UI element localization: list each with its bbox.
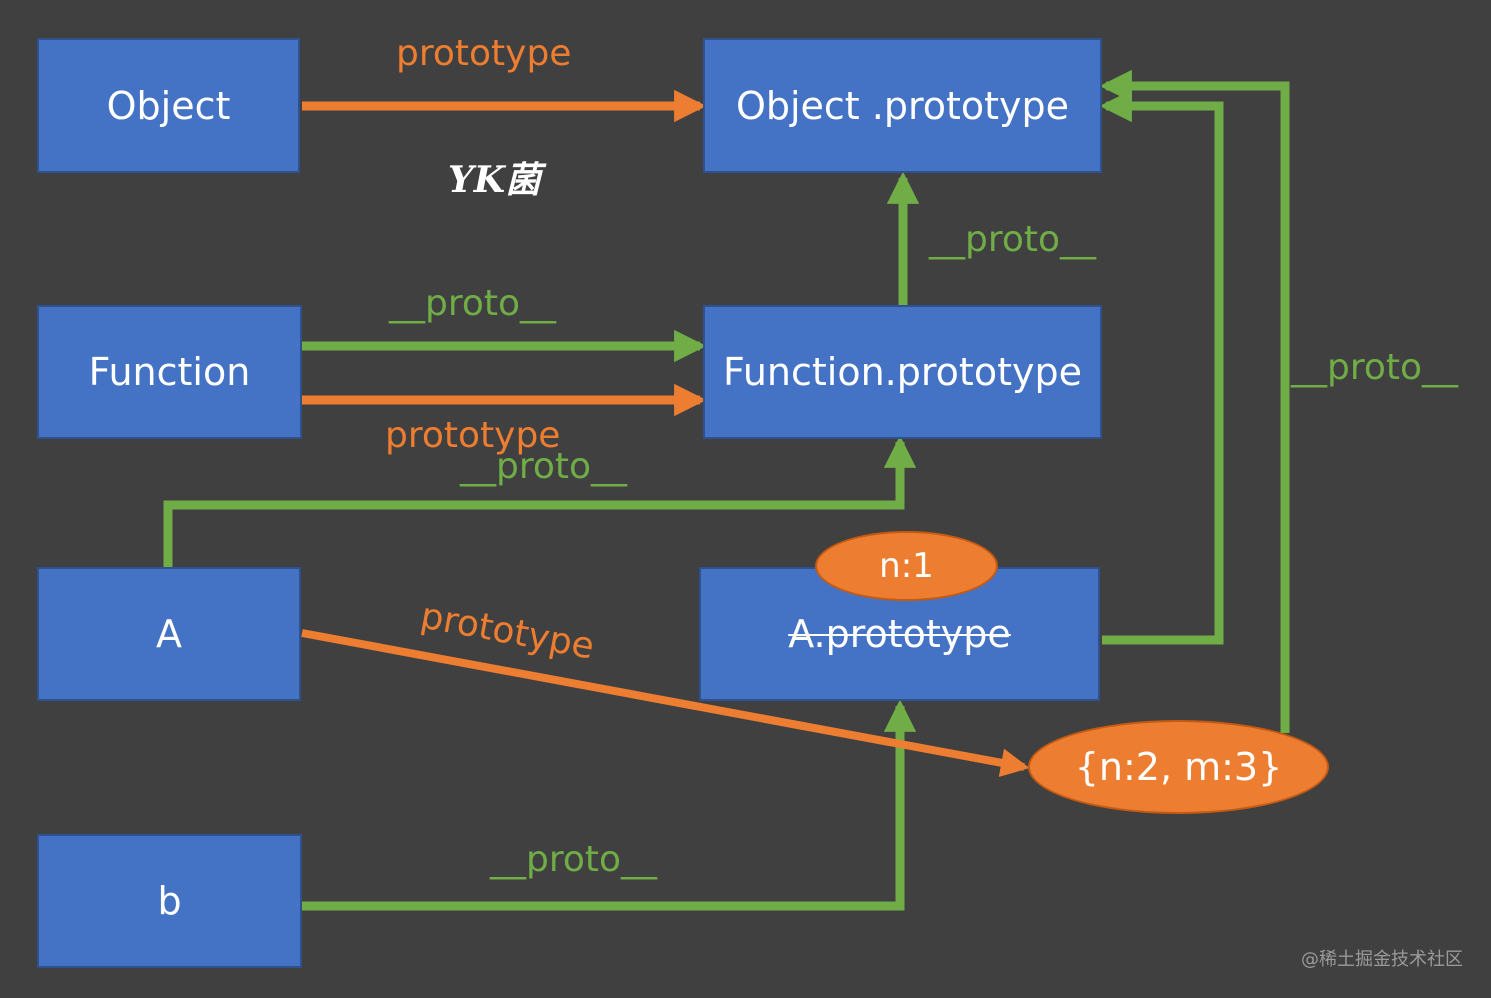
- n1-label: n:1: [879, 546, 934, 586]
- label-function-prototype-proto: __proto__: [929, 219, 1097, 260]
- label-right-proto: __proto__: [1291, 347, 1459, 388]
- function-label: Function: [88, 350, 251, 394]
- object-prototype-label: Object .prototype: [735, 83, 1070, 128]
- yk-logo: YK菌: [448, 159, 541, 201]
- arrow-a-prototype-proto: [1099, 89, 1224, 645]
- a-box: A: [37, 567, 301, 701]
- label-b-proto: __proto__: [490, 839, 658, 880]
- arrow-b-proto: [302, 699, 917, 911]
- label-function-prototype: prototype: [385, 415, 561, 456]
- a-label: A: [156, 612, 182, 656]
- function-prototype-box: Function.prototype: [703, 305, 1102, 439]
- new-prototype-oval: {n:2, m:3}: [1028, 720, 1329, 814]
- arrow-new-proto-proto: [1099, 69, 1290, 733]
- new-prototype-label: {n:2, m:3}: [1074, 745, 1283, 789]
- label-a-proto: __proto__: [460, 446, 628, 487]
- watermark: @稀土掘金技术社区: [1301, 949, 1463, 970]
- object-label: Object: [106, 83, 231, 128]
- object-prototype-box: Object .prototype: [703, 38, 1102, 173]
- label-function-proto: __proto__: [389, 283, 557, 324]
- label-object-prototype: prototype: [396, 33, 572, 74]
- arrow-a-prototype: [301, 629, 1030, 777]
- function-box: Function: [37, 305, 302, 439]
- b-box: b: [37, 834, 302, 968]
- n1-oval: n:1: [815, 531, 998, 601]
- b-label: b: [157, 879, 182, 923]
- object-box: Object: [37, 38, 300, 173]
- function-prototype-label: Function.prototype: [723, 350, 1082, 394]
- arrow-a-proto: [163, 435, 917, 568]
- a-prototype-label: A.prototype: [788, 612, 1011, 656]
